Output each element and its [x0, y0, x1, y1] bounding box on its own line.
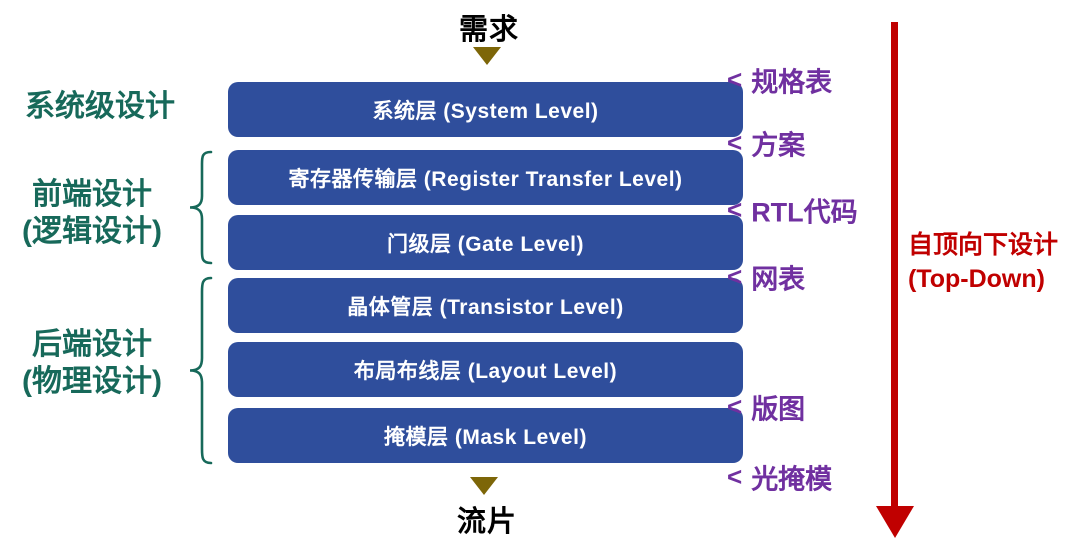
- top-down-label-line: 自顶向下设计: [908, 231, 1059, 259]
- stage-label-line: 前端设计: [32, 178, 152, 211]
- stage-label-line: 系统级设计: [25, 90, 175, 123]
- flow-input-label: 需求: [458, 14, 519, 46]
- less-than-marker: <: [727, 461, 743, 492]
- level-box-mask: 掩模层 (Mask Level): [228, 408, 743, 463]
- less-than-marker: <: [727, 261, 743, 292]
- output-label-text: 版图: [751, 394, 806, 425]
- less-than-marker: <: [727, 391, 743, 422]
- top-down-arrowhead-icon: [876, 506, 914, 538]
- level-box-label: 寄存器传输层 (Register Transfer Level): [288, 167, 683, 191]
- output-label-text: 方案: [751, 130, 806, 161]
- stage-label-line: (逻辑设计): [22, 215, 162, 248]
- output-label-text: RTL代码: [751, 197, 858, 228]
- output-label-layout: < 版图: [727, 388, 805, 427]
- less-than-marker: <: [727, 194, 743, 225]
- level-box-label: 掩模层 (Mask Level): [384, 425, 587, 449]
- level-box-label: 布局布线层 (Layout Level): [353, 359, 618, 383]
- level-box-gate: 门级层 (Gate Level): [228, 215, 743, 270]
- top-down-label: 自顶向下设计 (Top-Down): [908, 228, 1080, 296]
- stage-label-line: 后端设计: [32, 328, 152, 361]
- level-box-transistor: 晶体管层 (Transistor Level): [228, 278, 743, 333]
- stage-label-system-design: 系统级设计: [2, 88, 198, 125]
- stage-label-line: (物理设计): [22, 365, 162, 398]
- brace-frontend-icon: [186, 150, 214, 265]
- level-box-system: 系统层 (System Level): [228, 82, 743, 137]
- level-box-rtl: 寄存器传输层 (Register Transfer Level): [228, 150, 743, 205]
- level-box-label: 晶体管层 (Transistor Level): [347, 295, 624, 319]
- output-label-text: 规格表: [751, 67, 833, 98]
- brace-backend-icon: [186, 276, 214, 465]
- output-label-photomask: < 光掩模: [727, 458, 832, 497]
- down-triangle-icon: [473, 47, 501, 65]
- output-label-rtl-code: < RTL代码: [727, 191, 858, 230]
- output-label-scheme: < 方案: [727, 124, 805, 163]
- less-than-marker: <: [727, 127, 743, 158]
- output-label-netlist: < 网表: [727, 258, 805, 297]
- down-triangle-icon: [470, 477, 498, 495]
- level-box-label: 系统层 (System Level): [372, 99, 599, 123]
- stage-label-backend: 后端设计 (物理设计): [0, 326, 184, 400]
- stage-label-frontend: 前端设计 (逻辑设计): [0, 176, 184, 250]
- level-box-label: 门级层 (Gate Level): [386, 232, 585, 256]
- output-label-text: 网表: [751, 264, 806, 295]
- less-than-marker: <: [727, 64, 743, 95]
- top-down-label-line: (Top-Down): [908, 265, 1045, 293]
- output-label-spec: < 规格表: [727, 61, 832, 100]
- level-box-layout: 布局布线层 (Layout Level): [228, 342, 743, 397]
- flow-output-label: 流片: [456, 506, 517, 538]
- top-down-arrow: [891, 22, 898, 510]
- output-label-text: 光掩模: [751, 464, 833, 495]
